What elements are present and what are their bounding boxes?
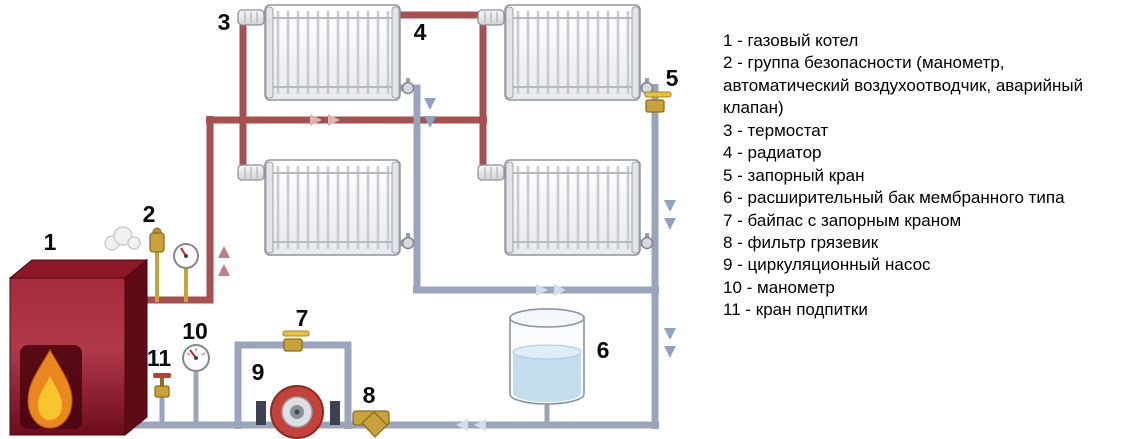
makeup-valve — [153, 373, 171, 398]
bypass-valve — [282, 330, 310, 352]
thermostat-head — [237, 164, 265, 181]
pump-hub-dot — [294, 409, 300, 415]
arrow-down-icon — [664, 200, 676, 212]
valve-body — [645, 99, 665, 113]
arrow-right-icon — [310, 114, 322, 126]
legend-item-manometer: 10 - манометр — [723, 277, 835, 297]
pump-flange — [330, 401, 340, 425]
flame-inner-icon — [38, 376, 62, 420]
legend: 1 - газовый котел 2 - группа безопасност… — [723, 30, 1105, 322]
radiator-bottom-right — [503, 158, 642, 257]
callout-filter: 8 — [363, 382, 376, 408]
callout-thermostat: 3 — [218, 9, 231, 35]
arrow-down-icon — [664, 218, 676, 230]
callout-shutoff-valve: 5 — [666, 65, 679, 91]
valve-body — [154, 385, 170, 398]
tank-water-surface — [512, 344, 582, 360]
air-vent — [149, 227, 165, 253]
callout-boiler: 1 — [44, 229, 57, 255]
radiator-return-valve — [640, 77, 654, 95]
tank-water — [513, 352, 581, 402]
arrow-left-icon — [456, 419, 468, 431]
steam-puff-icon — [104, 226, 141, 251]
arrow-down-icon — [424, 116, 436, 128]
shutoff-valve — [644, 91, 672, 113]
safety-group-stems — [155, 248, 188, 302]
valve-body — [283, 338, 303, 352]
legend-item-shutoff-valve: 5 - запорный кран — [723, 165, 865, 185]
radiator-return-valve — [401, 232, 415, 250]
radiator-top-left — [263, 3, 402, 102]
radiator-bottom-left — [263, 158, 402, 257]
gauge-pivot — [184, 254, 188, 258]
thermostat-head — [477, 9, 505, 26]
callout-expansion-tank: 6 — [597, 337, 610, 363]
thermostat-head — [237, 9, 265, 26]
arrow-right-icon — [554, 284, 566, 296]
pump-flange — [256, 401, 266, 425]
arrow-right-icon — [328, 114, 340, 126]
callout-safety-group: 2 — [143, 201, 156, 227]
boiler-top-face — [8, 259, 149, 279]
arrow-up-icon — [218, 246, 230, 258]
circulation-pump — [256, 385, 340, 439]
valve-handle — [153, 373, 171, 378]
supply-pipes — [125, 11, 487, 304]
thermostat-head — [477, 164, 505, 181]
legend-item-pump: 9 - циркуляционный насос — [723, 255, 931, 275]
legend-item-expansion-tank: 6 - расширительный бак мембранного типа — [723, 188, 1065, 208]
filter-sump — [361, 411, 388, 438]
arrow-down-icon — [424, 98, 436, 110]
gauge-pivot — [194, 356, 198, 360]
supply-flow-arrows-onpipe — [310, 114, 340, 126]
return-flow-arrows-side — [424, 98, 676, 358]
radiator-return-valve — [640, 232, 654, 250]
valve-lever — [644, 91, 672, 98]
arrow-right-icon — [536, 284, 548, 296]
manometer-gauge — [182, 344, 210, 372]
callout-bypass: 7 — [296, 305, 309, 331]
vent-body — [149, 232, 165, 253]
tank-top — [509, 308, 585, 328]
expansion-tank — [509, 308, 585, 405]
legend-item-filter: 8 - фильтр грязевик — [723, 232, 879, 252]
boiler — [8, 258, 149, 437]
legend-item-boiler: 1 - газовый котел — [723, 31, 859, 50]
legend-item-makeup-valve: 11 - кран подпитки — [723, 300, 868, 320]
legend-item-safety-group: 2 - группа безопасности (манометр, автом… — [723, 53, 1084, 118]
safety-gauge — [173, 243, 199, 269]
radiator-return-valve — [401, 77, 415, 95]
callout-radiator: 4 — [414, 19, 427, 45]
arrow-left-icon — [474, 419, 486, 431]
legend-item-thermostat: 3 - термостат — [723, 120, 829, 140]
gauge-ticks — [186, 348, 206, 356]
valve-stem — [160, 378, 164, 388]
arrow-down-icon — [664, 346, 676, 358]
callout-manometer: 10 — [182, 318, 208, 344]
callout-makeup-valve: 11 — [147, 345, 172, 371]
arrow-up-icon — [218, 264, 230, 276]
arrow-down-icon — [664, 328, 676, 340]
callout-pump: 9 — [252, 359, 265, 385]
dirt-filter — [352, 410, 390, 438]
valve-lever — [282, 330, 310, 337]
legend-item-bypass: 7 - байпас с запорным краном — [723, 210, 962, 230]
legend-item-radiator: 4 - радиатор — [723, 143, 822, 163]
return-flow-arrows-onpipe — [456, 284, 566, 431]
radiator-top-right — [503, 3, 642, 102]
boiler-side-face — [124, 258, 148, 437]
supply-flow-arrows-side — [218, 246, 230, 276]
